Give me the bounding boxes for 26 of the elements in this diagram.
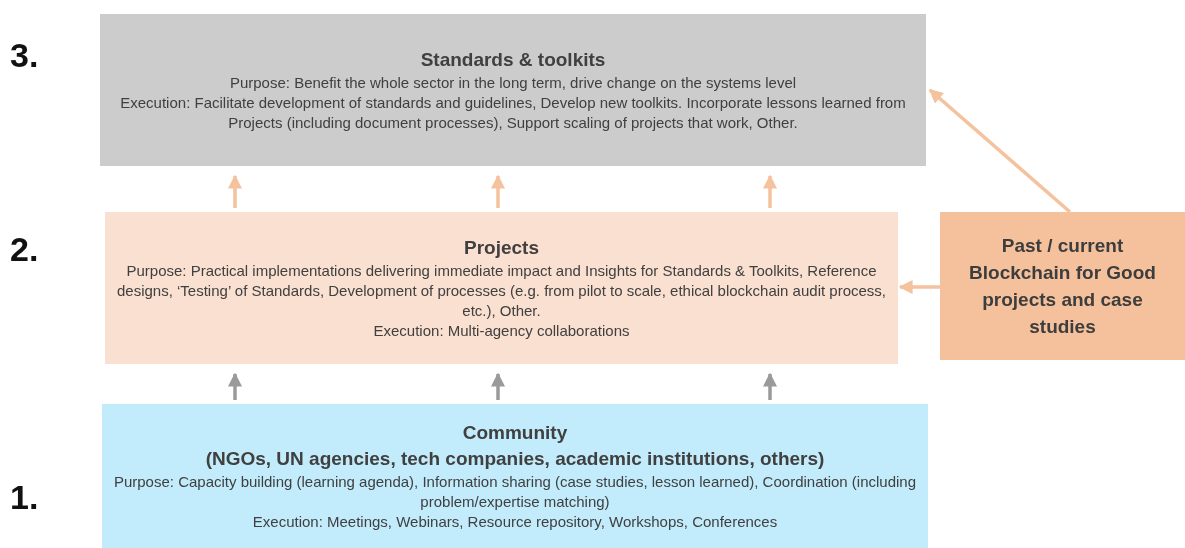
box-text: Execution: Facilitate development of standards and guidelines, Develop new toolkits. Incorporate lessons learned from Projects (including document processes), Support scaling of projects that work, Other. bbox=[119, 93, 907, 133]
arrow bbox=[928, 88, 1072, 214]
box-heading: Standards & toolkits bbox=[420, 48, 606, 72]
tier-box bbox=[105, 212, 898, 364]
arrow bbox=[491, 372, 505, 400]
arrow bbox=[228, 174, 242, 208]
box-heading: Community bbox=[462, 421, 568, 445]
arrow bbox=[763, 372, 777, 400]
box-text: Execution: Multi-agency collaborations bbox=[373, 321, 630, 341]
box-text: Purpose: Benefit the whole sector in the long term, drive change on the systems level bbox=[229, 73, 797, 93]
box-heading: Projects bbox=[464, 236, 539, 260]
arrow bbox=[898, 280, 940, 294]
box-heading: (NGOs, UN agencies, tech companies, academic institutions, others) bbox=[205, 447, 825, 471]
box-text: Purpose: Practical implementations delivering immediate impact and Insights for Standards & Toolkits, Reference designs, ‘Testing’ of Standards, Development of processes (e.g. from pilot to scale, ethical blockchain audit process, etc.), Other. bbox=[116, 261, 887, 321]
arrow bbox=[763, 174, 777, 208]
tier-box bbox=[100, 14, 926, 166]
level-number: 1. bbox=[10, 478, 39, 517]
source-box bbox=[940, 212, 1185, 360]
level-number: 3. bbox=[10, 36, 39, 75]
box-text: Past / current Blockchain for Good projects and case studies bbox=[968, 234, 1157, 339]
box-text: Execution: Meetings, Webinars, Resource repository, Workshops, Conferences bbox=[252, 512, 778, 532]
arrow bbox=[228, 372, 242, 400]
arrow bbox=[491, 174, 505, 208]
tier-box bbox=[102, 404, 928, 548]
box-text: Purpose: Capacity building (learning agenda), Information sharing (case studies, lesson learned), Coordination (including problem/expertise matching) bbox=[112, 472, 918, 512]
level-number: 2. bbox=[10, 230, 39, 269]
